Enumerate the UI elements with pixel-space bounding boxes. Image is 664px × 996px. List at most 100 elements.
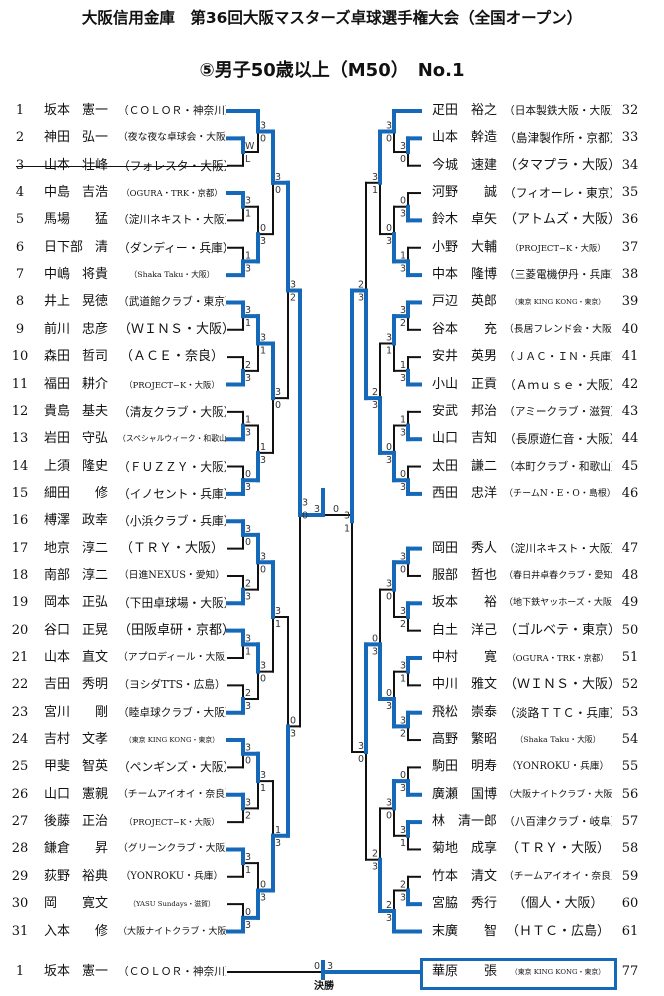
player-given-name: 崇泰 [470,704,497,720]
player-team: （ダンディー・兵庫） [118,240,226,255]
player-surname: 河野 [432,185,459,201]
player-surname: 中島 [44,185,71,201]
match-score: 3 [327,961,333,972]
match-score: 2 [245,688,251,699]
match-score: 1 [260,345,266,356]
player-surname: 華原 [432,964,459,979]
match-score: 1 [400,250,406,261]
player-surname: 太田 [432,458,459,474]
match-score: 3 [260,892,266,903]
match-score: 0 [400,196,406,207]
player-given-name: 隆博 [470,267,497,283]
player-given-name: 直文 [81,650,108,665]
player-given-name: 英男 [470,349,497,365]
match-score: 3 [245,920,251,931]
match-score: 3 [245,852,251,863]
player-team: （下田卓球場・大阪） [118,596,226,611]
seed-number: 4 [15,185,25,201]
match-score: 3 [386,332,392,343]
match-score: 3 [386,797,392,808]
player-given-name: 忠洋 [470,485,497,501]
match-score: 3 [400,551,406,562]
player-surname: 山本 [44,650,71,665]
match-score: 3 [245,428,251,439]
player-team: （タマプラ・大阪） [504,157,612,173]
match-score: 0 [245,469,251,480]
player-surname: 前川 [44,321,71,337]
player-team: （チームアイオイ・奈良） [504,870,612,882]
match-score: 0 [302,510,308,521]
player-team: （ＪＡＣ・ＩＮ・兵庫） [504,350,612,364]
player-surname: 細田 [44,485,71,501]
player-given-name: 誠 [483,185,497,201]
match-score: 0 [245,537,251,548]
player-given-name: 裕之 [470,103,497,118]
player-surname: 吉村 [44,732,71,748]
seed-number: 46 [621,485,639,501]
player-given-name: 昇 [94,841,108,857]
player-team: （ＴＲＹ・大阪） [119,540,224,556]
match-score: 1 [245,318,251,329]
match-score: 2 [400,728,406,739]
player-given-name: 憲一 [81,103,108,118]
player-given-name: 大輔 [470,239,497,255]
seed-number: 48 [621,567,639,583]
player-surname: 南部 [44,567,71,583]
player-team: （ＣＯＬＯＲ・神奈川） [118,104,226,117]
match-score: 2 [386,900,392,911]
seed-number: 26 [11,786,29,802]
player-surname: 坂本 [44,103,71,118]
match-score: 3 [260,332,266,343]
match-score: 2 [245,810,251,821]
seed-number: 18 [11,567,29,583]
player-team: （個人・大阪） [512,896,604,912]
player-team: （清友クラブ・大阪） [118,404,226,419]
player-given-name: 張 [483,964,497,979]
player-given-name: 政幸 [81,513,108,529]
tournament-title: 大阪信用金庫 第36回大阪マスターズ卓球選手権大会（全国オープン） [81,9,583,27]
player-given-name: 守弘 [81,431,108,447]
player-given-name: 淳二 [81,567,108,583]
match-score: 1 [275,825,281,836]
player-given-name: 憲一 [81,964,108,979]
match-score: 3 [302,497,308,508]
player-surname: 廣瀬 [432,786,459,802]
player-given-name: 卓矢 [470,212,497,228]
player-team: （淀川ネキスト・大阪） [118,213,226,227]
player-team: （地下鉄ヤッホーズ・大阪） [504,598,612,609]
match-score: 3 [400,373,406,384]
player-surname: 竹本 [432,868,459,884]
match-score: 0 [260,564,266,575]
seed-number: 28 [11,841,29,857]
player-surname: 鎌倉 [44,841,71,857]
player-surname: 鈴木 [432,212,459,228]
player-team: （ＡＣＥ・奈良） [119,349,224,365]
match-score: 1 [275,619,281,630]
player-surname: 山本 [432,130,459,146]
player-surname: 山口 [44,786,71,802]
seed-number: 55 [621,759,639,775]
player-given-name: 洋己 [470,622,497,638]
player-given-name: 修 [94,485,108,501]
player-given-name: 清文 [470,868,497,884]
match-score: 2 [400,318,406,329]
